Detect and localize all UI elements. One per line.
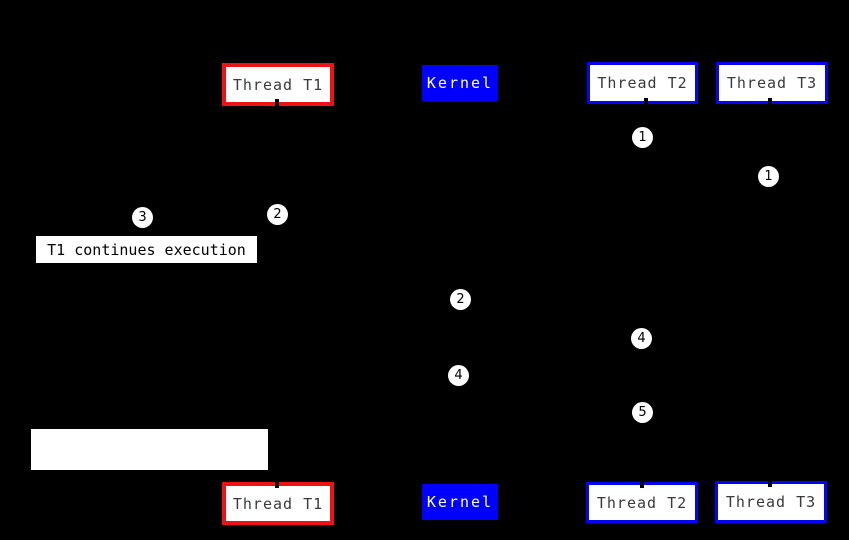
- step-marker-1b: 1: [758, 166, 779, 187]
- step-marker-4b: 4: [448, 365, 469, 386]
- step-marker-2b: 2: [450, 289, 471, 310]
- note-blank-box: [31, 429, 268, 470]
- step-marker-5: 5: [632, 402, 653, 423]
- thread-t2-box-top: Thread T2: [587, 62, 698, 104]
- lifeline-tick-t3-bottom: [768, 478, 772, 487]
- lifeline-tick-t2-bottom: [640, 479, 644, 488]
- step-marker-1a: 1: [632, 127, 653, 148]
- thread-t3-box-top: Thread T3: [716, 62, 828, 104]
- kernel-box-bottom: Kernel: [422, 484, 498, 520]
- note-t1-continues: T1 continues execution: [36, 236, 257, 263]
- step-marker-3: 3: [132, 207, 153, 228]
- thread-t1-box-bottom: Thread T1: [222, 482, 334, 525]
- lifeline-tick-t2-top: [644, 98, 648, 107]
- lifeline-tick-t3-top: [768, 98, 772, 107]
- thread-t1-box-top: Thread T1: [222, 63, 334, 106]
- step-marker-4a: 4: [631, 328, 652, 349]
- lifeline-tick-t1-top: [275, 99, 279, 108]
- kernel-box-top: Kernel: [422, 65, 498, 101]
- lifeline-tick-t1-bottom: [275, 479, 279, 488]
- thread-t3-box-bottom: Thread T3: [715, 481, 827, 523]
- thread-t2-box-bottom: Thread T2: [586, 482, 698, 523]
- step-marker-2a: 2: [267, 204, 288, 225]
